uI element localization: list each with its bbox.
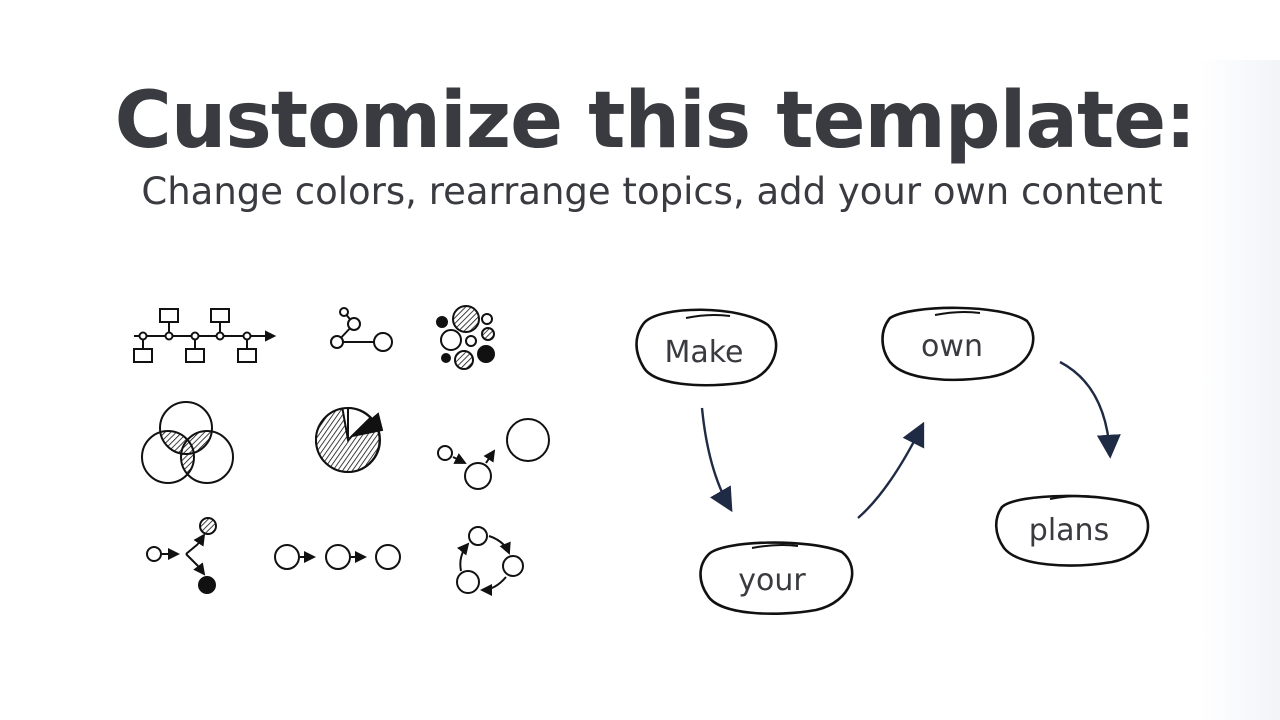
word-flow-diagram: Make own your plans bbox=[635, 306, 1150, 615]
growth-icon bbox=[437, 418, 550, 490]
arrow-own-to-plans bbox=[1059, 360, 1121, 459]
bubble-make: Make bbox=[635, 308, 778, 387]
arrow-your-to-own bbox=[857, 421, 925, 519]
split-icon bbox=[146, 517, 217, 594]
word-plans: plans bbox=[1029, 513, 1109, 548]
word-make: Make bbox=[664, 335, 743, 370]
bubble-own: own bbox=[881, 306, 1035, 382]
slide-title: Customize this template: bbox=[114, 76, 1197, 166]
venn-icon bbox=[141, 401, 234, 484]
pie-icon bbox=[315, 406, 384, 473]
word-own: own bbox=[921, 329, 983, 364]
branch-icon bbox=[330, 307, 393, 352]
right-edge-fade bbox=[1200, 60, 1280, 720]
bubbles-icon bbox=[436, 305, 495, 370]
icon-grid bbox=[133, 305, 550, 596]
arrow-make-to-your bbox=[700, 407, 733, 513]
cycle-icon bbox=[456, 526, 524, 596]
bubble-plans: plans bbox=[994, 494, 1150, 567]
slide-subtitle: Change colors, rearrange topics, add you… bbox=[141, 170, 1163, 213]
word-your: your bbox=[738, 563, 806, 598]
timeline-icon bbox=[133, 308, 277, 363]
bubble-your: your bbox=[699, 541, 854, 615]
process-icon bbox=[274, 544, 401, 570]
